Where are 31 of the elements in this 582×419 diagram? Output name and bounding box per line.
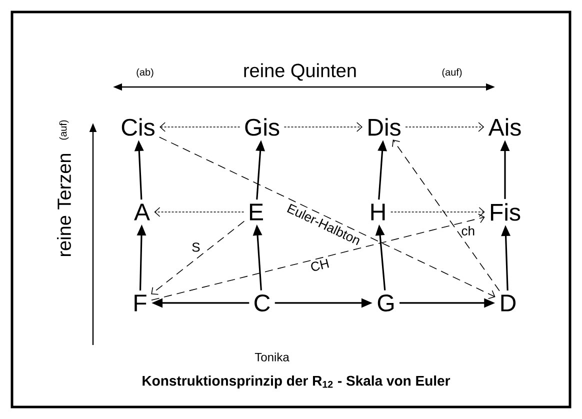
arrow	[390, 207, 485, 217]
arrow	[160, 122, 240, 132]
axis-label: (auf)	[59, 120, 69, 140]
note-name: G	[378, 294, 394, 312]
note-name: H	[371, 204, 385, 220]
note-name: Fis	[490, 203, 520, 221]
note-name: Dis	[368, 118, 400, 136]
axis-label: reine Terzen	[57, 154, 71, 256]
arrow	[405, 122, 484, 132]
axis-label: (auf)	[442, 68, 462, 78]
edge-label: CH	[311, 258, 329, 271]
note-name: Cis	[122, 118, 154, 136]
axis-label: (ab)	[136, 68, 154, 78]
caption: Konstruktionsprinzip der R$_{12}$ - Skala von Euler	[142, 375, 450, 388]
arrow	[158, 136, 496, 300]
edge-label: ch	[462, 226, 474, 236]
arrow	[392, 140, 500, 292]
axis-label: reine Quinten	[244, 63, 356, 81]
note-name: C	[254, 294, 270, 312]
note-name: D	[501, 294, 516, 312]
note-name: Gis	[245, 118, 280, 136]
note-caption: Tonika	[254, 352, 290, 362]
note-name: E	[250, 204, 263, 220]
arrow	[284, 122, 362, 132]
note-name: F	[134, 294, 146, 312]
edge-label: S	[192, 242, 200, 252]
arrow	[151, 220, 245, 295]
arrow	[151, 214, 485, 301]
arrow	[154, 207, 244, 217]
note-name: A	[134, 204, 150, 220]
note-name: Ais	[488, 118, 521, 136]
